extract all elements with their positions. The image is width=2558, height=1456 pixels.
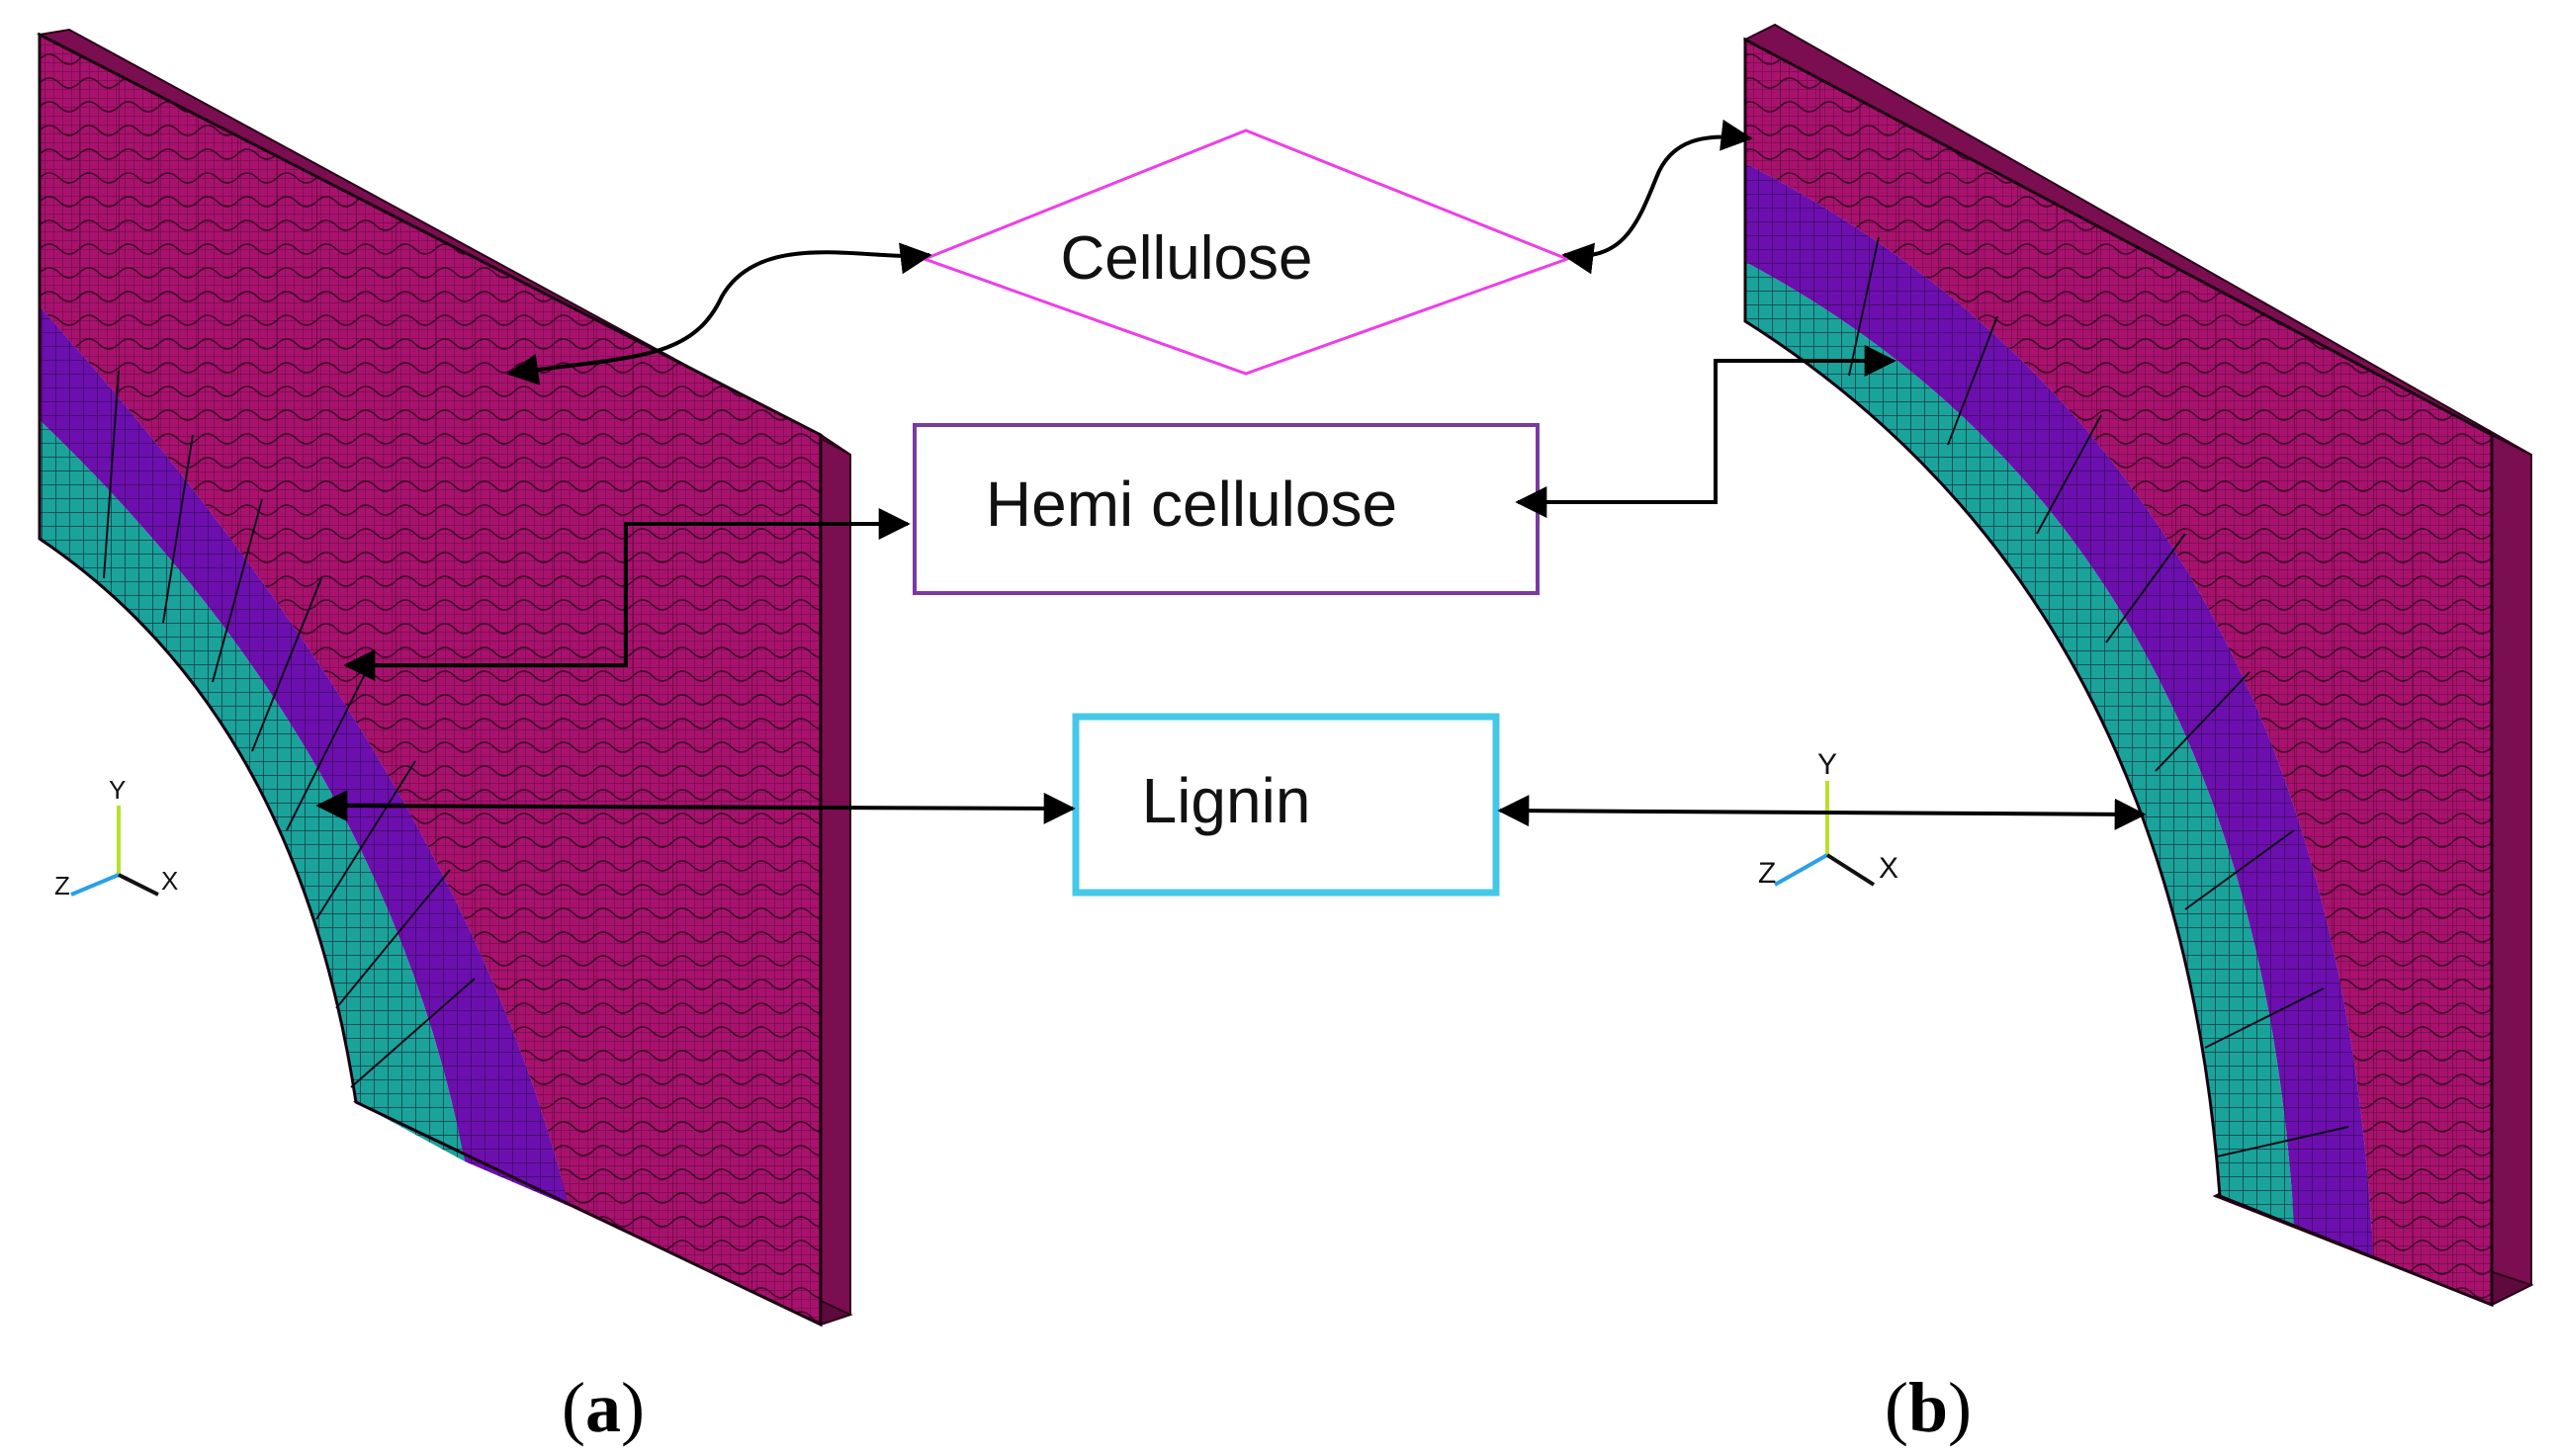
panel-a-mesh bbox=[36, 28, 853, 1328]
panel-a-axis-triad: Y Z X bbox=[54, 775, 178, 900]
arrow-hemi-a bbox=[343, 508, 911, 681]
cellulose-diamond bbox=[920, 128, 1572, 376]
connector-arrows bbox=[315, 119, 2147, 830]
axis-z-label: Z bbox=[1758, 857, 1776, 890]
axis-x-label: X bbox=[1879, 852, 1898, 885]
axis-x-label: X bbox=[161, 866, 178, 896]
axis-y-label: Y bbox=[1817, 748, 1837, 781]
lignin-label: Lignin bbox=[1142, 765, 1311, 836]
panel-a-side-face bbox=[820, 433, 851, 1327]
axis-y-label: Y bbox=[109, 775, 126, 805]
hemicellulose-box bbox=[913, 423, 1540, 595]
caption-a: (a) bbox=[562, 1368, 645, 1447]
panel-b-axis-triad: Y Z X bbox=[1758, 748, 1898, 890]
arrow-hemi-b bbox=[1515, 345, 1896, 518]
arrow-lignin-b bbox=[1497, 795, 2147, 830]
caption-b: (b) bbox=[1885, 1368, 1972, 1447]
cellulose-label: Cellulose bbox=[1060, 224, 1312, 293]
arrow-cellulose-a bbox=[506, 242, 932, 385]
hemicellulose-label-node: Hemi cellulose bbox=[913, 423, 1540, 595]
axis-z-label: Z bbox=[54, 871, 70, 900]
arrow-lignin-a bbox=[315, 790, 1076, 824]
arrow-cellulose-b bbox=[1561, 119, 1753, 275]
cellulose-label-node: Cellulose bbox=[920, 128, 1572, 376]
lignin-box bbox=[1072, 713, 1500, 897]
panel-b-mesh bbox=[1742, 23, 2534, 1308]
lignin-label-node: Lignin bbox=[1072, 713, 1500, 897]
hemicellulose-label: Hemi cellulose bbox=[986, 469, 1397, 540]
